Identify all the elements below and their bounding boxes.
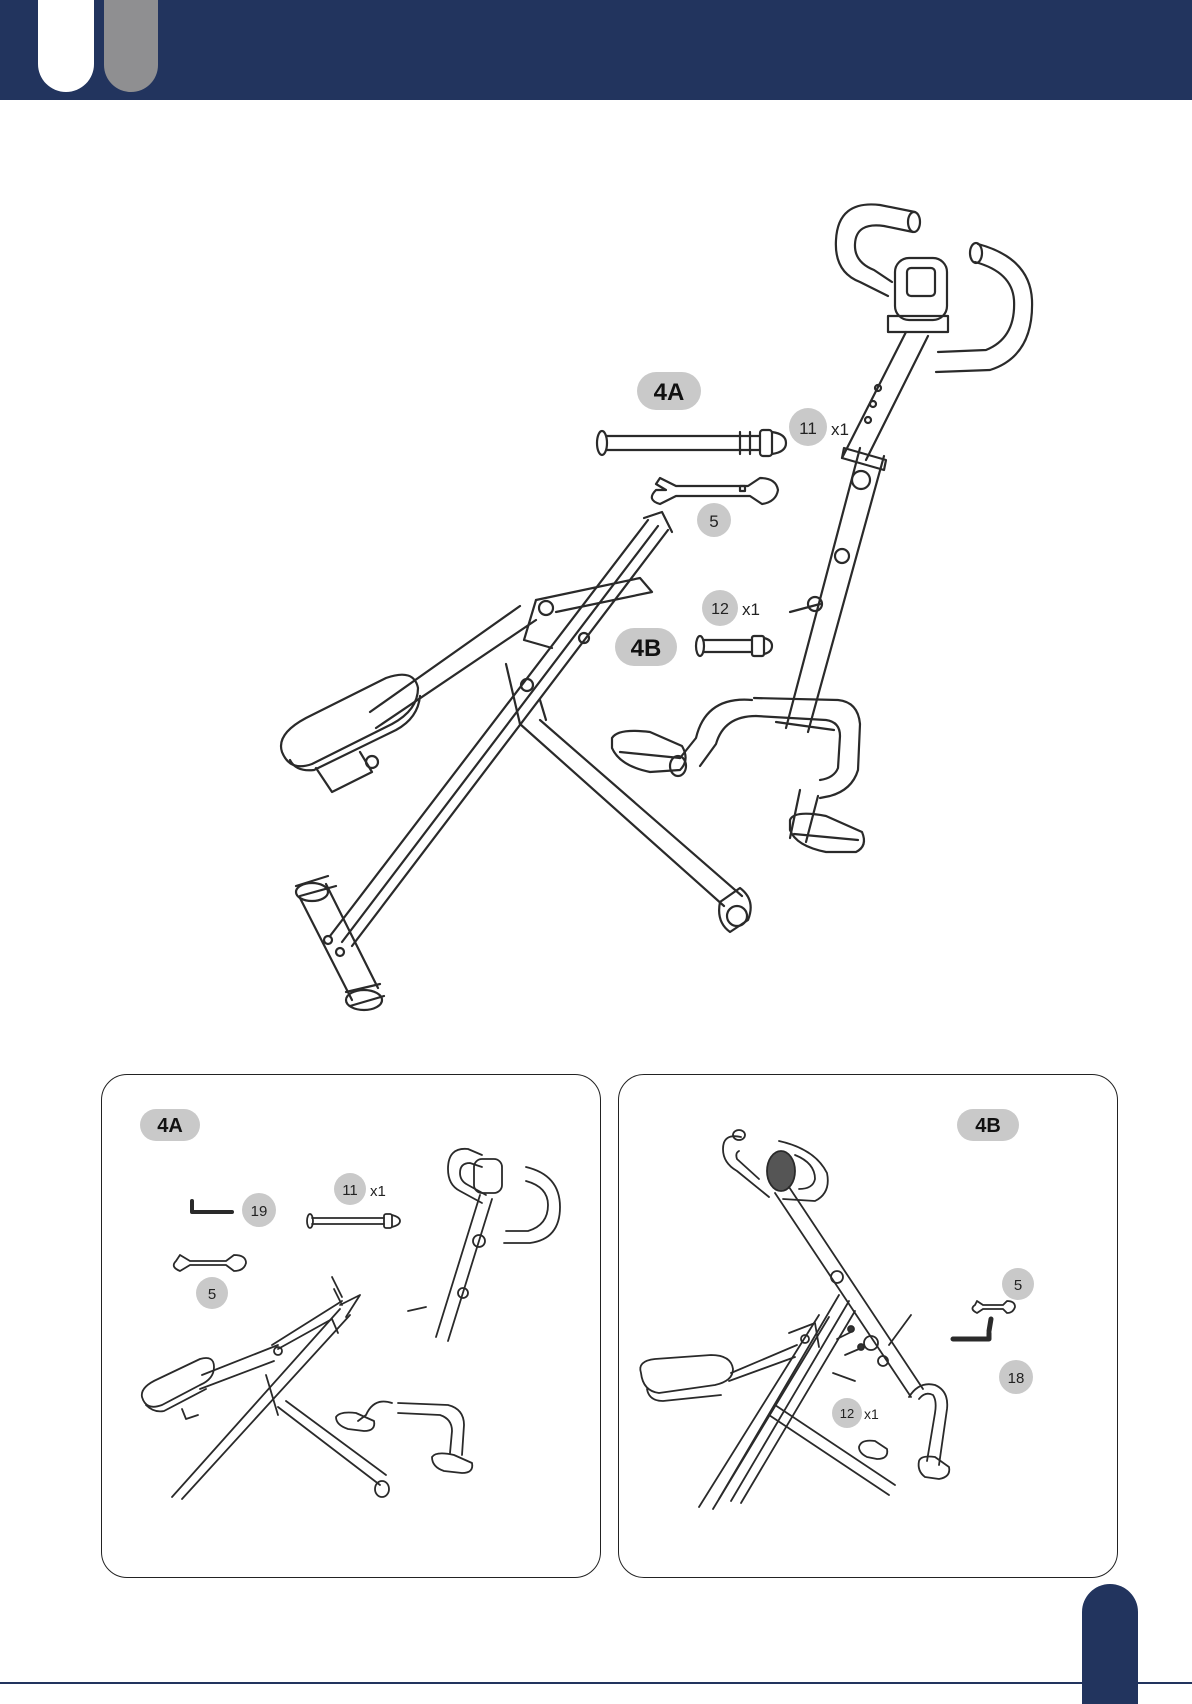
- panel-4a-part-5-badge: 5: [196, 1277, 228, 1309]
- header-tab-white: [38, 0, 94, 92]
- svg-text:11: 11: [799, 419, 817, 438]
- bolt-11-illustration: [597, 430, 786, 456]
- svg-text:x1: x1: [831, 420, 849, 439]
- svg-text:4B: 4B: [631, 635, 662, 662]
- svg-text:18: 18: [1008, 1370, 1025, 1387]
- front-stabilizer-illustration: [296, 876, 384, 1010]
- header-tab-grey: [104, 0, 158, 92]
- part-12-badge: 12 x1: [702, 590, 760, 626]
- detail-panel-4b: 4B 5 18 12 x1: [618, 1074, 1118, 1578]
- svg-text:5: 5: [208, 1286, 216, 1303]
- handlebar-illustration: [836, 204, 1032, 372]
- svg-text:12: 12: [711, 601, 729, 618]
- panel-4a-diagram: 4A 19 11 x1 5: [102, 1075, 600, 1577]
- svg-text:12: 12: [840, 1406, 854, 1421]
- svg-text:4B: 4B: [975, 1115, 1001, 1137]
- svg-text:19: 19: [251, 1203, 268, 1220]
- svg-text:x1: x1: [864, 1406, 879, 1422]
- panel-4b-part-5-badge: 5: [1002, 1268, 1034, 1300]
- panel-4a-part-11-badge: 11 x1: [334, 1173, 386, 1205]
- step-4b-badge: 4B: [615, 628, 677, 666]
- svg-text:5: 5: [1014, 1277, 1022, 1294]
- header-bar: [0, 0, 1192, 100]
- svg-text:11: 11: [342, 1182, 358, 1199]
- svg-text:x1: x1: [370, 1183, 386, 1200]
- main-assembly-diagram: 4A 11 x1 5 12 x1 4B: [0, 150, 1192, 1040]
- panel-4b-diagram: 4B 5 18 12 x1: [619, 1075, 1117, 1577]
- svg-text:5: 5: [709, 512, 718, 531]
- page-corner-tab: [1082, 1584, 1138, 1704]
- part-11-badge: 11 x1: [789, 408, 849, 446]
- bolt-12-illustration: [696, 636, 772, 656]
- svg-text:x1: x1: [742, 600, 760, 619]
- upright-column-illustration: [786, 332, 928, 732]
- detail-panel-4a: 4A 19 11 x1 5: [101, 1074, 601, 1578]
- panel-4a-label-badge: 4A: [140, 1109, 200, 1141]
- svg-text:4A: 4A: [654, 379, 685, 406]
- seat-illustration: [281, 606, 536, 792]
- panel-4b-part-12-badge: 12 x1: [832, 1398, 879, 1428]
- step-4a-badge: 4A: [637, 372, 701, 410]
- panel-4a-part-19-badge: 19: [242, 1193, 276, 1227]
- panel-4b-part-18-badge: 18: [999, 1360, 1033, 1394]
- pedal-frame-illustration: [612, 698, 864, 852]
- svg-text:4A: 4A: [157, 1115, 183, 1137]
- bottom-rule: [0, 1682, 1192, 1684]
- wrench-5-illustration: [652, 478, 778, 504]
- part-5-badge: 5: [697, 503, 731, 537]
- main-rail-illustration: [330, 512, 751, 946]
- panel-4b-label-badge: 4B: [957, 1109, 1019, 1141]
